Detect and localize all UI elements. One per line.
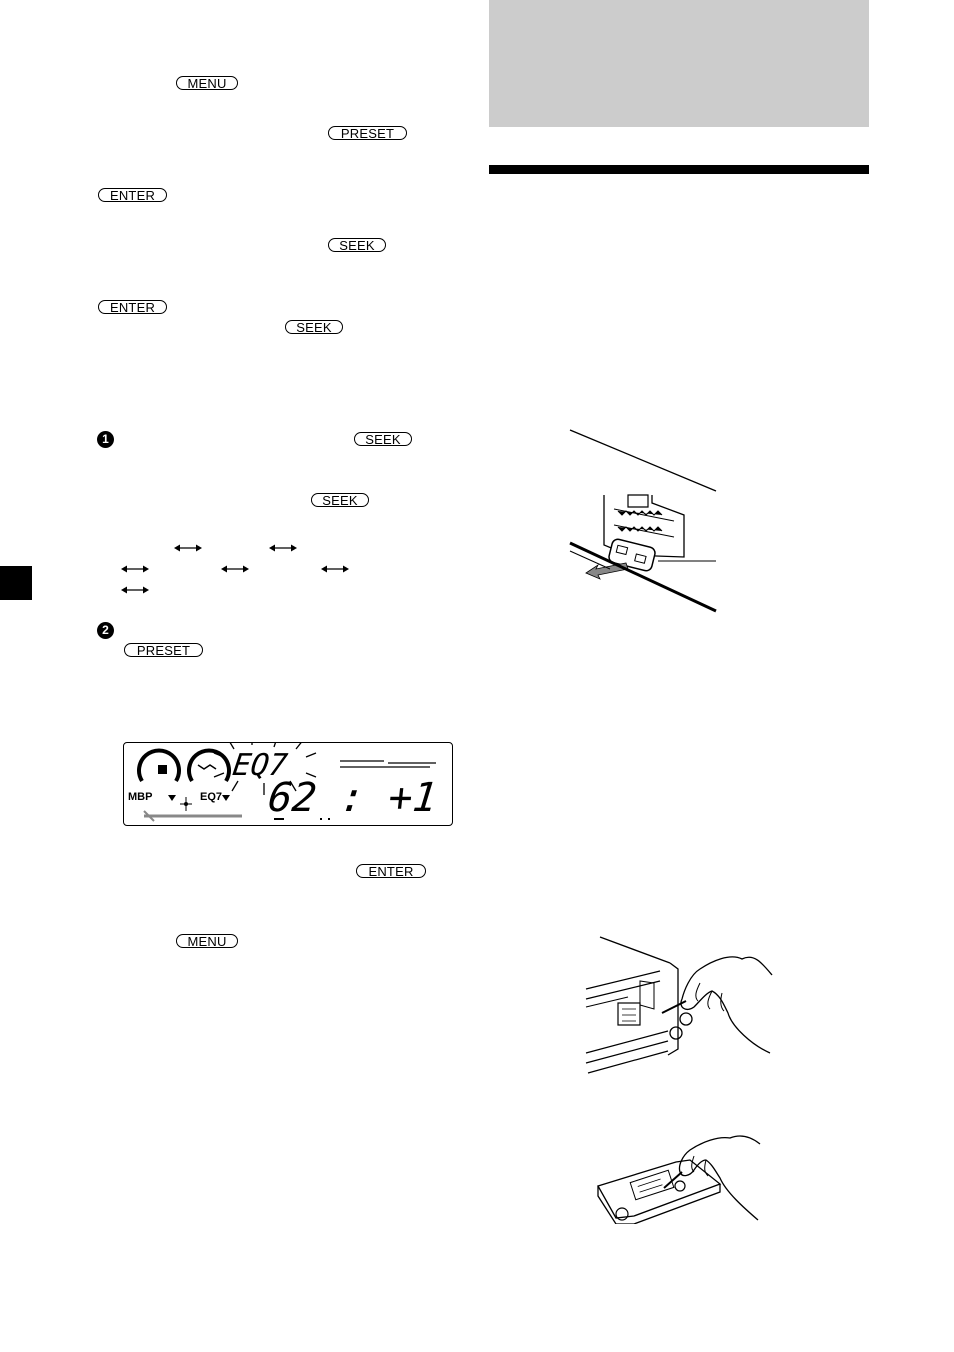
step-2-bullet: 2: [97, 622, 114, 639]
step-1-bullet: 1: [97, 431, 114, 448]
menu-key-1: MENU: [176, 76, 238, 91]
double-arrow-icon: [221, 565, 249, 573]
seek-key-3: SEEK: [354, 432, 412, 447]
enter-key-3: ENTER: [356, 864, 426, 879]
double-arrow-icon: [174, 544, 202, 552]
double-arrow-icon: [269, 544, 297, 552]
lcd-display: EQ7 62 : +1 MBP EQ7: [123, 742, 453, 826]
seek-key-2: SEEK: [285, 320, 343, 335]
menu-key-2: MENU: [176, 934, 238, 949]
double-arrow-icon: [121, 586, 149, 594]
title-rule: [489, 165, 869, 174]
preset-key-2: PRESET: [124, 643, 203, 658]
connector-removal-illustration: [569, 429, 717, 613]
enter-key-1: ENTER: [98, 188, 167, 203]
preset-key-1: PRESET: [328, 126, 407, 141]
cleaning-panel-illustration: [597, 1135, 761, 1224]
eq7-small-label: EQ7: [200, 791, 222, 803]
section-header-band: [489, 0, 869, 127]
double-arrow-icon: [321, 565, 349, 573]
value-readout: 62 : +1: [266, 775, 439, 821]
seek-key-4: SEEK: [311, 493, 369, 508]
eq-label: EQ7: [230, 748, 289, 783]
section-side-tab: [0, 566, 32, 600]
enter-key-2: ENTER: [98, 300, 167, 315]
double-arrow-icon: [121, 565, 149, 573]
seek-key-1: SEEK: [328, 238, 386, 253]
mbp-label: MBP: [128, 791, 152, 803]
cleaning-unit-illustration: [585, 936, 773, 1074]
